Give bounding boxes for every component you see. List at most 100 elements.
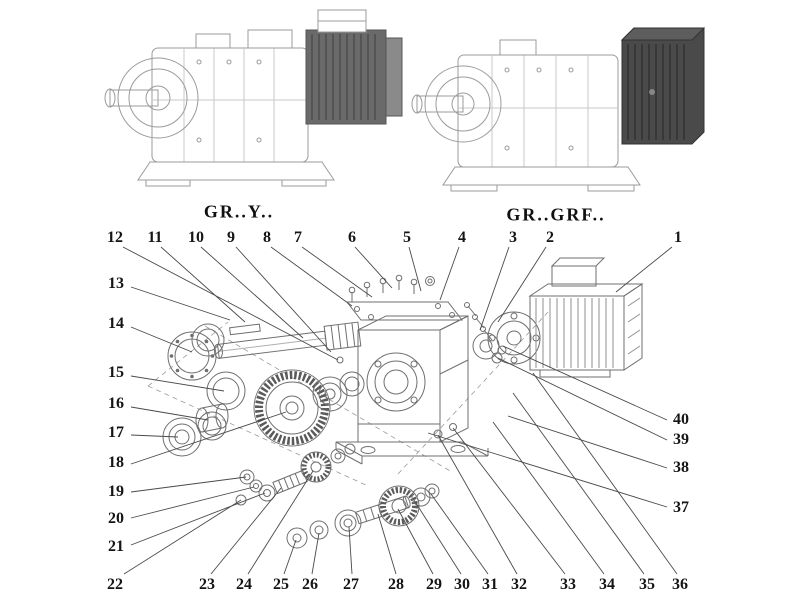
leader-line-30 bbox=[413, 499, 462, 575]
leader-line-8 bbox=[270, 246, 353, 307]
leader-line-14 bbox=[130, 326, 193, 353]
leader-line-31 bbox=[430, 493, 489, 575]
callout-17: 17 bbox=[108, 424, 124, 441]
callout-22: 22 bbox=[107, 576, 123, 593]
leader-line-28 bbox=[377, 513, 397, 575]
leader-line-26 bbox=[311, 532, 320, 575]
callout-13: 13 bbox=[108, 275, 124, 292]
leader-line-17 bbox=[130, 434, 179, 438]
leader-line-37 bbox=[427, 432, 668, 508]
input-shaft-assembly bbox=[286, 483, 440, 549]
exploded-view bbox=[147, 257, 644, 549]
callout-21: 21 bbox=[108, 538, 124, 555]
left-rings-and-bearings bbox=[162, 323, 246, 457]
gr-grf-brake-motor bbox=[620, 27, 706, 145]
leader-line-40 bbox=[502, 345, 668, 421]
callout-30: 30 bbox=[454, 576, 470, 593]
callout-14: 14 bbox=[108, 315, 124, 332]
callout-34: 34 bbox=[599, 576, 615, 593]
callout-7: 7 bbox=[294, 229, 302, 246]
callout-3: 3 bbox=[509, 229, 517, 246]
leader-line-20 bbox=[130, 486, 255, 519]
callout-9: 9 bbox=[227, 229, 235, 246]
leader-line-39 bbox=[497, 357, 668, 441]
gear-housing bbox=[335, 301, 489, 465]
leader-line-4 bbox=[439, 246, 460, 301]
leader-line-11 bbox=[160, 246, 246, 323]
callout-1: 1 bbox=[674, 229, 682, 246]
title-gr-y: GR..Y.. bbox=[203, 201, 275, 222]
callout-10: 10 bbox=[188, 229, 204, 246]
callout-31: 31 bbox=[482, 576, 498, 593]
callout-16: 16 bbox=[108, 395, 124, 412]
title-gr-grf: GR..GRF.. bbox=[506, 204, 606, 225]
callout-35: 35 bbox=[639, 576, 655, 593]
leader-line-10 bbox=[200, 246, 304, 339]
leader-line-27 bbox=[348, 526, 353, 575]
callout-27: 27 bbox=[343, 576, 359, 593]
callout-25: 25 bbox=[273, 576, 289, 593]
leader-line-5 bbox=[408, 246, 422, 292]
leader-line-9 bbox=[235, 246, 332, 353]
callout-15: 15 bbox=[108, 364, 124, 381]
leader-line-3 bbox=[479, 246, 510, 331]
callout-8: 8 bbox=[263, 229, 271, 246]
callout-29: 29 bbox=[426, 576, 442, 593]
leader-line-21 bbox=[130, 492, 266, 546]
callout-32: 32 bbox=[511, 576, 527, 593]
callout-6: 6 bbox=[348, 229, 356, 246]
leader-line-23 bbox=[210, 487, 282, 575]
callout-40: 40 bbox=[673, 411, 689, 428]
callout-5: 5 bbox=[403, 229, 411, 246]
callout-28: 28 bbox=[388, 576, 404, 593]
leader-line-22 bbox=[123, 499, 242, 575]
input-side-parts bbox=[464, 302, 507, 364]
leader-line-32 bbox=[437, 434, 518, 575]
leader-lines-layer bbox=[122, 246, 678, 575]
callout-12: 12 bbox=[107, 229, 123, 246]
callout-19: 19 bbox=[108, 483, 124, 500]
gr-y-motor bbox=[305, 9, 403, 125]
leader-line-33 bbox=[452, 427, 566, 575]
gr-y-illustration bbox=[104, 9, 403, 187]
callout-26: 26 bbox=[302, 576, 318, 593]
leader-line-29 bbox=[397, 508, 434, 575]
electric-motor bbox=[487, 257, 644, 378]
callout-39: 39 bbox=[673, 431, 689, 448]
intermediate-pinion bbox=[272, 443, 356, 495]
callout-4: 4 bbox=[458, 229, 466, 246]
gr-grf-illustration bbox=[411, 27, 706, 192]
leader-line-36 bbox=[532, 372, 678, 575]
leader-line-19 bbox=[130, 476, 247, 493]
leader-line-38 bbox=[507, 415, 668, 469]
leader-line-15 bbox=[130, 375, 225, 392]
callout-24: 24 bbox=[236, 576, 252, 593]
leader-line-1 bbox=[615, 246, 673, 293]
leader-line-13 bbox=[130, 286, 231, 321]
callout-36: 36 bbox=[672, 576, 688, 593]
leader-line-6 bbox=[354, 246, 393, 289]
leader-line-25 bbox=[283, 539, 297, 575]
leader-line-35 bbox=[512, 392, 645, 575]
leader-line-18 bbox=[130, 411, 287, 465]
callout-11: 11 bbox=[147, 229, 163, 246]
small-washers bbox=[235, 469, 276, 506]
callout-38: 38 bbox=[673, 459, 689, 476]
leader-line-7 bbox=[301, 246, 373, 298]
callout-37: 37 bbox=[673, 499, 689, 516]
leader-line-34 bbox=[492, 421, 605, 575]
callout-20: 20 bbox=[108, 510, 124, 527]
alignment-dashes bbox=[147, 311, 549, 487]
leader-line-12 bbox=[122, 246, 339, 361]
callout-18: 18 bbox=[108, 454, 124, 471]
cover-bolts bbox=[348, 274, 435, 302]
leader-line-2 bbox=[497, 246, 547, 323]
output-shaft-assembly bbox=[213, 321, 362, 359]
callout-33: 33 bbox=[560, 576, 576, 593]
shaft-key bbox=[229, 323, 261, 336]
leader-line-16 bbox=[130, 406, 209, 421]
callout-23: 23 bbox=[199, 576, 215, 593]
output-gear bbox=[253, 369, 365, 447]
